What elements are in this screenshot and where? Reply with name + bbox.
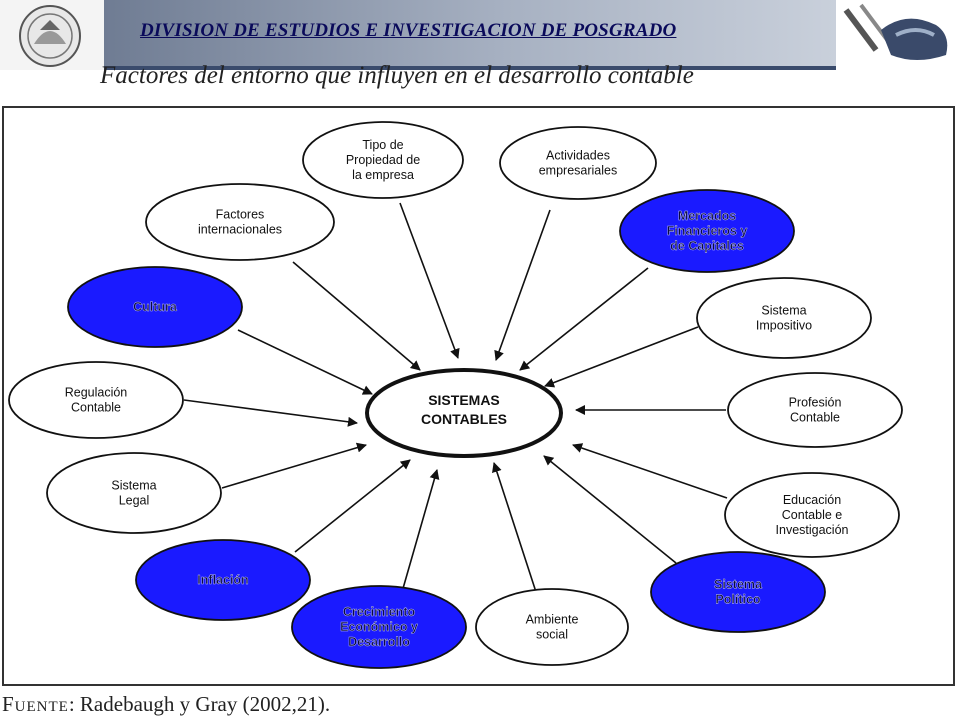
- node-ellipse: [46, 452, 222, 534]
- node-label-line: Regulación: [65, 386, 128, 400]
- node-label-line: Contable: [790, 411, 840, 425]
- node-inflacion: Inflación: [135, 539, 311, 621]
- node-ellipse: [135, 539, 311, 621]
- center-node-sistemas-contables: SISTEMAS CONTABLES: [365, 368, 563, 458]
- arrow-sistema-impositivo: [544, 326, 699, 388]
- node-label-line: internacionales: [198, 223, 282, 237]
- arrow-factores-int: [292, 261, 421, 371]
- header-title-bar: DIVISION DE ESTUDIOS E INVESTIGACION DE …: [104, 0, 836, 70]
- slide-title: Factores del entorno que influyen en el …: [100, 62, 694, 89]
- node-ellipse: [619, 189, 795, 273]
- node-label-line: Tipo de: [362, 138, 403, 152]
- source-citation: Fuente: Radebaugh y Gray (2002,21).: [2, 692, 330, 717]
- node-ellipse: [724, 472, 900, 558]
- node-label-line: empresariales: [539, 164, 618, 178]
- node-ellipse: [302, 121, 464, 199]
- node-label-line: Sistema: [761, 304, 806, 318]
- center-label-line: SISTEMAS: [428, 392, 500, 408]
- node-label-line: Investigación: [776, 523, 849, 537]
- node-ellipse: [67, 266, 243, 348]
- node-label-line: Sistema: [714, 578, 763, 592]
- source-text: : Radebaugh y Gray (2002,21).: [68, 692, 331, 716]
- node-label-line: Legal: [119, 494, 150, 508]
- node-label-line: Factores: [216, 208, 265, 222]
- node-label-line: Contable e: [782, 508, 843, 522]
- center-label-line: CONTABLES: [421, 411, 507, 427]
- node-label-line: Actividades: [546, 149, 610, 163]
- arrow-tipo-propiedad: [399, 202, 460, 359]
- source-label: Fuente: [2, 692, 69, 716]
- node-ellipse: [291, 585, 467, 669]
- node-label-line: Financieros y: [667, 224, 748, 238]
- node-label-line: Desarrollo: [348, 635, 410, 649]
- node-label-line: Educación: [783, 493, 841, 507]
- arrow-mercados: [519, 267, 649, 371]
- node-label-line: Impositivo: [756, 319, 812, 333]
- node-label-line: Sistema: [111, 479, 156, 493]
- node-ellipse: [650, 551, 826, 633]
- arrow-actividades: [494, 209, 551, 361]
- arrow-sistema-legal: [221, 442, 367, 489]
- node-ellipse: [696, 277, 872, 359]
- node-ellipse: [475, 588, 629, 666]
- node-label-line: Contable: [71, 401, 121, 415]
- node-label-line: Inflación: [197, 573, 248, 587]
- node-label-line: Crecimiento: [343, 605, 416, 619]
- node-label-line: la empresa: [352, 168, 414, 182]
- node-cultura: Cultura: [67, 266, 243, 348]
- node-ellipse: [145, 183, 335, 261]
- arrow-educacion: [572, 443, 728, 499]
- node-label-line: Mercados: [678, 209, 736, 223]
- arrow-sistema-politico: [543, 455, 677, 564]
- node-label-line: Político: [715, 593, 761, 607]
- institution-title: DIVISION DE ESTUDIOS E INVESTIGACION DE …: [140, 20, 677, 41]
- arrow-ambiente: [492, 462, 537, 593]
- node-label-line: social: [536, 628, 568, 642]
- university-seal-icon: [0, 0, 104, 70]
- faculty-logo-icon: [836, 0, 960, 70]
- node-label-line: de Capitales: [670, 239, 744, 253]
- node-label-line: Profesión: [789, 396, 842, 410]
- node-label-line: Propiedad de: [346, 153, 420, 167]
- node-ellipse: [499, 126, 657, 200]
- arrow-regulacion: [183, 399, 358, 427]
- arrow-crecimiento: [401, 469, 440, 593]
- node-ellipse: [8, 361, 184, 439]
- node-label-line: Ambiente: [526, 613, 579, 627]
- arrow-cultura: [237, 329, 373, 395]
- node-ellipse: [727, 372, 903, 448]
- node-label-line: Cultura: [133, 300, 178, 314]
- node-label-line: Económico y: [340, 620, 418, 634]
- arrow-inflacion: [294, 459, 411, 553]
